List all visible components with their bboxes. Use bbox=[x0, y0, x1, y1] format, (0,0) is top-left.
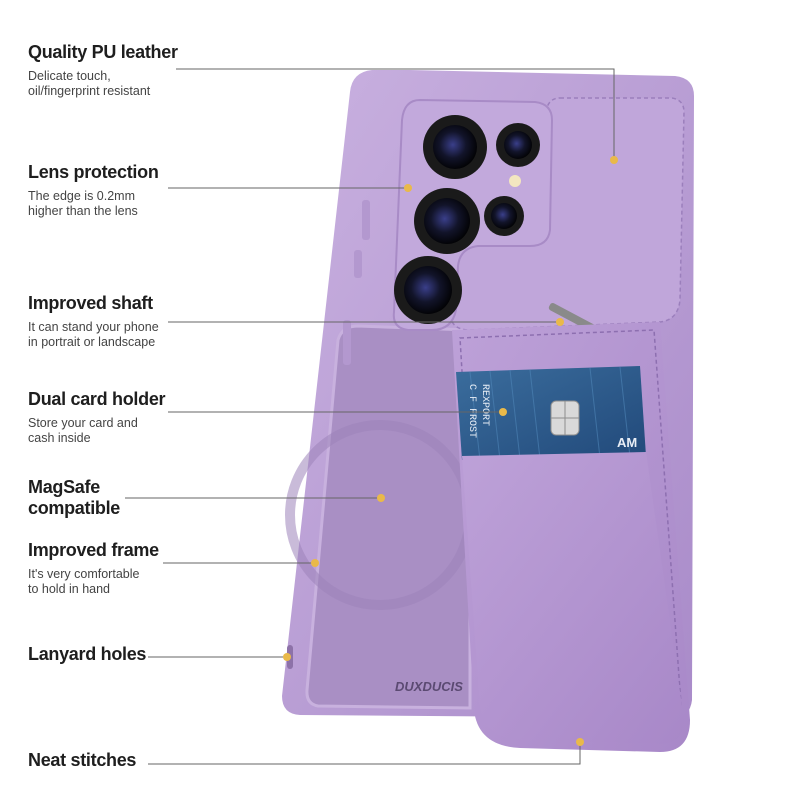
callout-dots bbox=[283, 156, 618, 746]
card-issuer: AM bbox=[617, 435, 637, 450]
card-name-line1: C F FROST bbox=[466, 384, 477, 438]
feature-desc: The edge is 0.2mm bbox=[28, 189, 135, 203]
flash-icon bbox=[509, 175, 521, 187]
feature-title: Improved shaft bbox=[28, 293, 153, 313]
feature-desc: It's very comfortable bbox=[28, 567, 140, 581]
callout-lines bbox=[125, 68, 615, 765]
feature-stitches: Neat stitches bbox=[28, 750, 136, 771]
feature-lanyard: Lanyard holes bbox=[28, 644, 146, 665]
feature-desc: cash inside bbox=[28, 431, 91, 445]
brand-logo: DUXDUCIS bbox=[395, 679, 463, 694]
feature-desc: in portrait or landscape bbox=[28, 335, 156, 349]
feature-desc: Delicate touch, bbox=[28, 69, 111, 83]
card-flap: C F FROST REXPORT AM bbox=[452, 322, 690, 752]
feature-desc: Store your card and bbox=[28, 416, 138, 430]
card-name-line2: REXPORT bbox=[479, 384, 490, 426]
feature-title: Lens protection bbox=[28, 162, 159, 182]
feature-desc: higher than the lens bbox=[28, 204, 138, 218]
feature-quality: Quality PU leather Delicate touch,oil/fi… bbox=[28, 42, 178, 99]
feature-title: Quality PU leather bbox=[28, 42, 178, 62]
feature-title: Dual card holder bbox=[28, 389, 166, 409]
camera-island bbox=[392, 98, 554, 331]
feature-title: Neat stitches bbox=[28, 750, 137, 770]
feature-desc: It can stand your phone bbox=[28, 320, 159, 334]
feature-title: Improved frame bbox=[28, 540, 159, 560]
feature-desc: oil/fingerprint resistant bbox=[28, 84, 151, 98]
feature-title: MagSafe compatible bbox=[28, 477, 121, 518]
feature-desc: to hold in hand bbox=[28, 582, 111, 596]
feature-title: Lanyard holes bbox=[28, 644, 147, 664]
feature-magsafe: MagSafe compatible bbox=[28, 477, 128, 519]
